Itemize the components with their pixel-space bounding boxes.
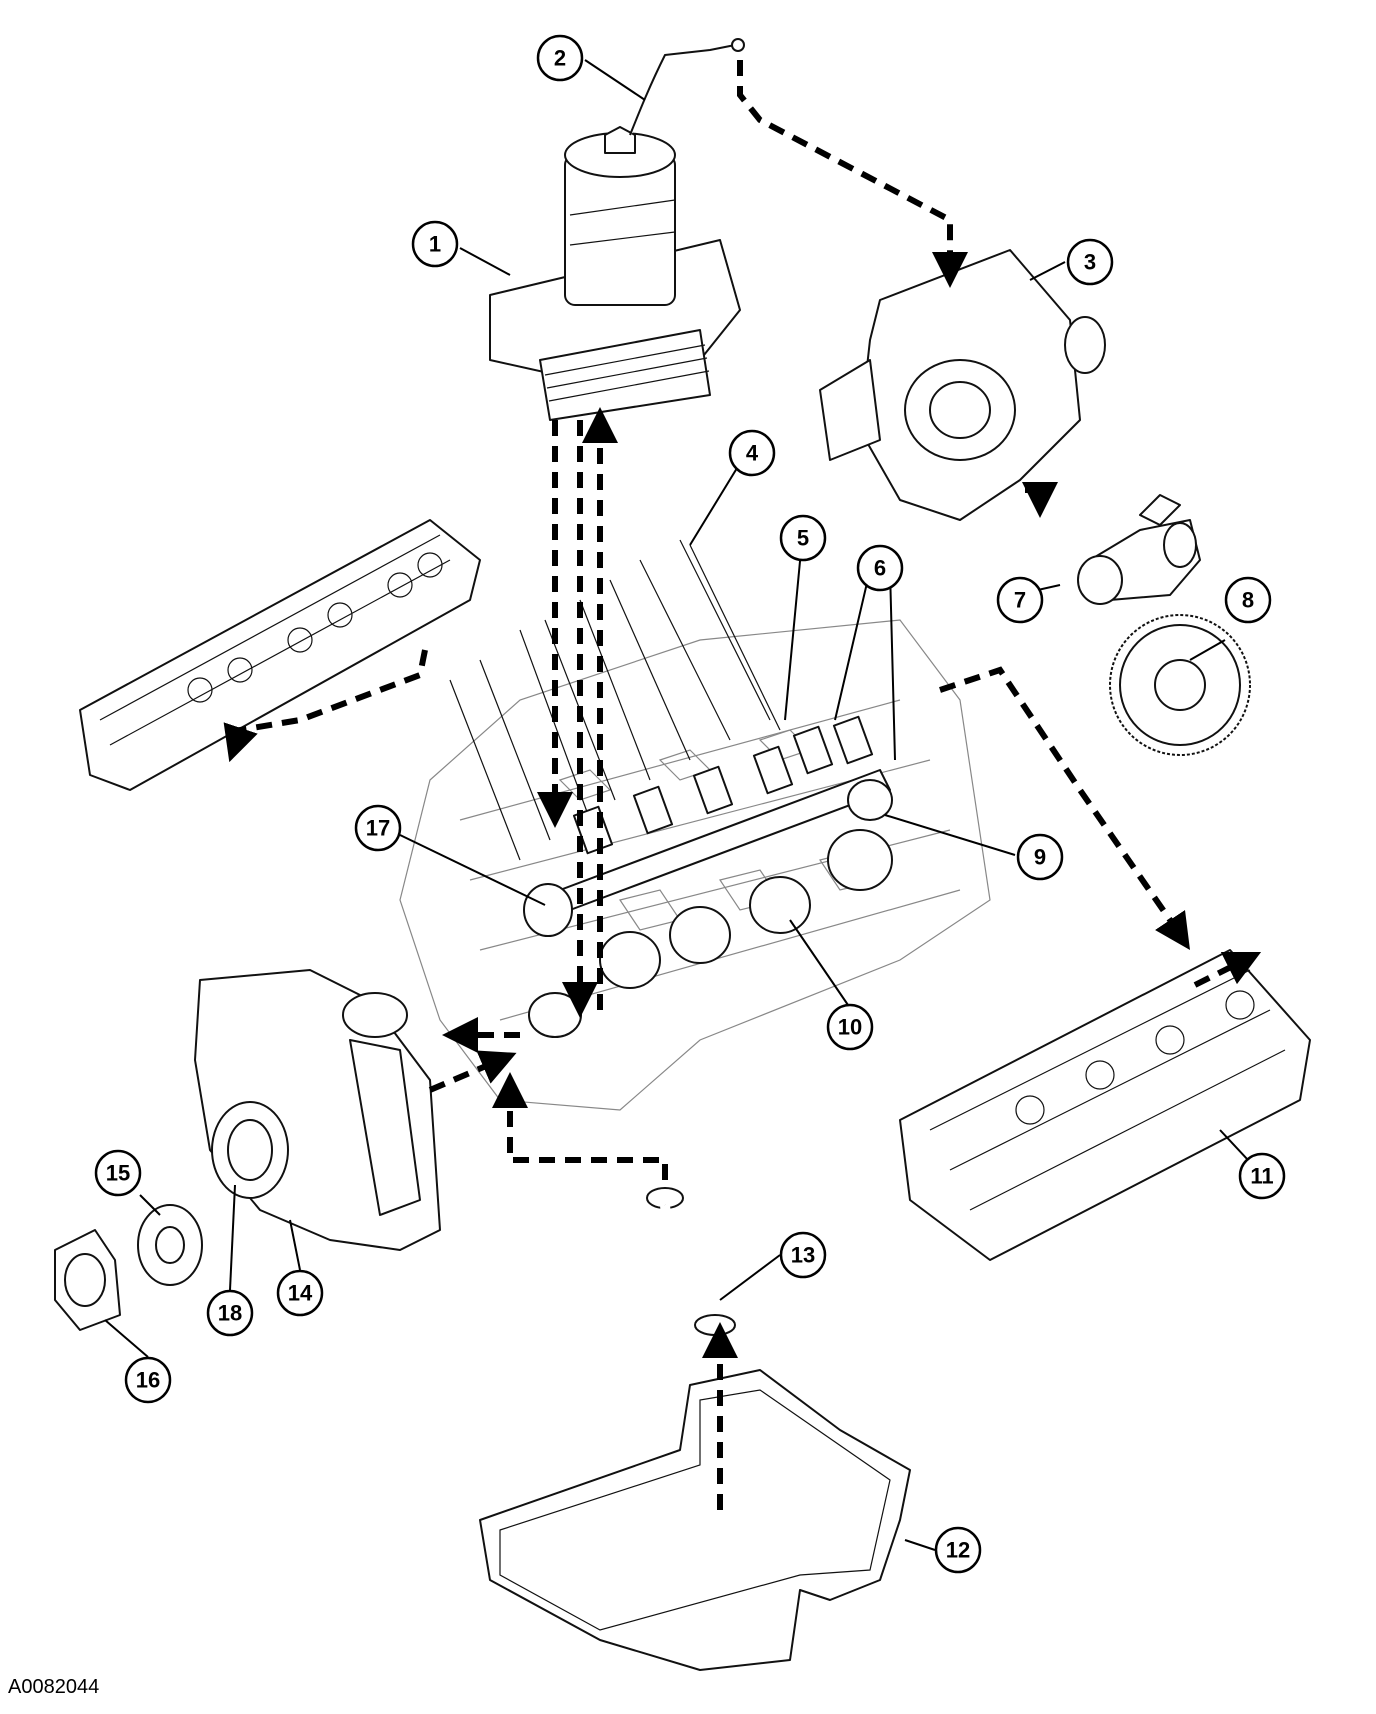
svg-text:17: 17 xyxy=(366,816,390,841)
svg-text:14: 14 xyxy=(288,1281,313,1306)
svg-text:11: 11 xyxy=(1250,1164,1273,1189)
svg-text:13: 13 xyxy=(791,1243,815,1268)
callout-15: 15 xyxy=(94,1149,142,1197)
callout-3: 3 xyxy=(1066,238,1114,286)
oil-flow-paths xyxy=(223,60,1262,1510)
svg-text:15: 15 xyxy=(106,1161,130,1186)
oil-pump-rotor xyxy=(137,1204,203,1286)
callout-17: 17 xyxy=(354,804,402,852)
figure-id: A0082044 xyxy=(8,1676,100,1698)
svg-text:7: 7 xyxy=(1014,588,1026,613)
front-cover xyxy=(194,969,441,1251)
right-cylinder-head xyxy=(899,949,1311,1261)
callout-7: 7 xyxy=(996,576,1044,624)
pump-drive-gear xyxy=(1109,614,1251,756)
oil-filter-housing xyxy=(489,126,741,421)
callout-6: 6 xyxy=(856,544,904,592)
svg-text:9: 9 xyxy=(1034,845,1046,870)
callout-11: 11 xyxy=(1238,1152,1286,1200)
crankshaft-rear-seal xyxy=(54,1229,121,1331)
svg-text:2: 2 xyxy=(554,46,566,71)
callout-10: 10 xyxy=(826,1003,874,1051)
camshaft-bearings xyxy=(523,779,893,1038)
turbo-oil-supply-tube xyxy=(629,38,745,136)
callout-2: 2 xyxy=(536,34,584,82)
callout-12: 12 xyxy=(934,1526,982,1574)
callout-8: 8 xyxy=(1224,576,1272,624)
callout-1: 1 xyxy=(411,220,459,268)
svg-text:18: 18 xyxy=(218,1301,242,1326)
callout-4: 4 xyxy=(728,429,776,477)
svg-text:16: 16 xyxy=(136,1368,160,1393)
svg-text:10: 10 xyxy=(838,1015,862,1040)
callout-5: 5 xyxy=(779,514,827,562)
oil-pickup-tube xyxy=(646,1187,736,1336)
svg-text:1: 1 xyxy=(429,232,441,257)
svg-text:4: 4 xyxy=(746,441,759,466)
callout-16: 16 xyxy=(124,1356,172,1404)
svg-text:3: 3 xyxy=(1084,250,1096,275)
callout-13: 13 xyxy=(779,1231,827,1279)
oil-pan xyxy=(479,1369,911,1671)
leader-lines xyxy=(104,59,1263,1551)
high-pressure-oil-pump xyxy=(1077,494,1201,605)
svg-text:6: 6 xyxy=(874,556,886,581)
svg-text:5: 5 xyxy=(797,526,809,551)
callout-18: 18 xyxy=(206,1289,254,1337)
left-cylinder-head xyxy=(79,519,481,791)
svg-text:12: 12 xyxy=(946,1538,970,1563)
callout-9: 9 xyxy=(1016,833,1064,881)
turbocharger xyxy=(819,249,1106,521)
callout-14: 14 xyxy=(276,1269,324,1317)
svg-text:8: 8 xyxy=(1242,588,1254,613)
